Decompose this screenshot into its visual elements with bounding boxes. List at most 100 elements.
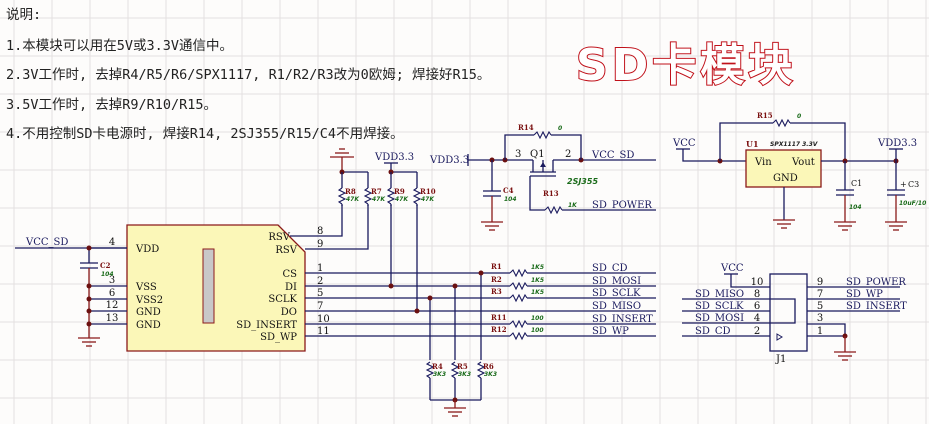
j1-pin-number: 8 <box>754 289 760 300</box>
pin-number: 11 <box>317 326 330 337</box>
resistor-zigzag <box>386 187 396 205</box>
resistor-zigzag <box>425 361 435 379</box>
j1-pin-number: 4 <box>754 313 760 324</box>
q1-ref: Q1 <box>530 149 545 160</box>
net-label: SD_CD <box>592 263 628 274</box>
resistor-zigzag <box>509 268 528 278</box>
pulldown-value: 3K3 <box>458 371 471 378</box>
u1-gnd: GND <box>773 173 798 184</box>
junction <box>414 308 420 314</box>
pin-name: SCLK <box>268 294 297 305</box>
resistor-zigzag <box>363 187 373 205</box>
pin1-marker <box>776 333 783 341</box>
c1-value: 104 <box>849 204 862 211</box>
series-value: 1K5 <box>531 277 544 284</box>
junction <box>86 321 92 327</box>
reg-vout-label: VDD3.3 <box>877 138 917 149</box>
j1-pin-number: 7 <box>817 289 823 300</box>
j1-net-label: SD_WP <box>846 289 883 300</box>
pullup-ref: R8 <box>345 187 356 196</box>
pin-number: 4 <box>109 237 115 248</box>
pullup-value: 47K <box>421 196 435 203</box>
sd-socket-body <box>126 224 306 352</box>
pullup-value: 47K <box>395 196 409 203</box>
pulldown-value: 3K3 <box>433 371 446 378</box>
c3-ref: C3 <box>908 180 919 189</box>
c4-ref: C4 <box>503 186 514 195</box>
note-item-2: 2.3V工作时, 去掉R4/R5/R6/SPX1117, R1/R2/R3改为0… <box>6 67 491 83</box>
pin-number: 12 <box>106 300 119 311</box>
c3-polarity: + <box>900 180 907 189</box>
q1-pin-drain: 2 <box>565 149 571 160</box>
ground-symbol <box>834 351 856 361</box>
pulldown-value: 3K3 <box>484 371 497 378</box>
pin-name: RSV <box>268 232 290 243</box>
resistor-zigzag <box>337 187 347 205</box>
r14-value: 0 <box>558 125 562 132</box>
series-ref: R3 <box>491 287 502 296</box>
c2-value: 104 <box>101 271 114 278</box>
pin-name: GND <box>136 320 161 331</box>
resistor-zigzag <box>450 361 460 379</box>
u1-ref: U1 <box>746 139 759 149</box>
c4-value: 104 <box>504 196 517 203</box>
pullup-value: 47K <box>372 196 386 203</box>
j1-body <box>769 273 808 352</box>
pin-number: 5 <box>317 288 323 299</box>
resistor-zigzag <box>412 187 422 205</box>
notes-heading: 说明: <box>6 7 42 23</box>
regulator: VCC R15 0 U1 SPX1117 3.3V Vin Vout GND <box>672 111 926 231</box>
pin-name: VDD <box>135 244 159 255</box>
switch-vdd-label: VDD3.3 <box>429 155 469 166</box>
series-value: 100 <box>531 327 544 334</box>
pin-name: SD_INSERT <box>236 320 297 331</box>
pullup-ref: R10 <box>420 187 436 196</box>
net-label: SD_SCLK <box>592 288 641 299</box>
series-value: 1K5 <box>531 289 544 296</box>
pin-name: RSV <box>275 245 297 256</box>
u1-vout: Vout <box>791 157 815 168</box>
r13-value: 1K <box>568 202 578 209</box>
ground-symbol <box>885 221 907 231</box>
q1-part: 2SJ355 <box>567 177 598 186</box>
resistor-zigzag <box>509 293 528 303</box>
j1-net-label: SD_POWER <box>846 277 906 288</box>
series-value: 1K5 <box>531 264 544 271</box>
pin-number: 10 <box>317 314 330 325</box>
pulldown-ref: R6 <box>483 362 494 371</box>
power-switch: VDD3.3 R14 0 3 Q1 2 <box>429 123 656 231</box>
ground-symbol-top <box>330 148 354 172</box>
c1-ref: C1 <box>851 179 862 188</box>
pin-number: 3 <box>109 275 115 286</box>
pulldown-ref: R4 <box>432 362 443 371</box>
j1-pin-number: 1 <box>817 326 823 337</box>
pin-number: 6 <box>109 288 115 299</box>
j1-pin-number: 6 <box>754 301 760 312</box>
ground-symbol <box>773 219 795 229</box>
note-item-3: 3.5V工作时, 去掉R9/R10/R15。 <box>6 97 218 113</box>
c2-ref: C2 <box>100 261 111 270</box>
mosfet-q1-symbol <box>529 160 556 211</box>
r15-ref: R15 <box>757 111 773 120</box>
pin-name: GND <box>136 307 161 318</box>
net-vcc-sd: VCC_SD <box>25 237 68 248</box>
u1-part: SPX1117 3.3V <box>770 141 819 148</box>
junction <box>86 283 92 289</box>
note-item-4: 4.不用控制SD卡电源时, 焊接R14, 2SJ355/R15/C4不用焊接。 <box>6 126 404 142</box>
c3-value: 10uF/10 <box>899 200 926 207</box>
net-label: SD_INSERT <box>592 314 653 325</box>
j1-pin-number: 5 <box>817 301 823 312</box>
module-title: SD卡模块 <box>576 40 796 91</box>
ground-symbol <box>481 221 503 231</box>
pin-name: VSS2 <box>135 295 163 306</box>
resistor-zigzag <box>509 281 528 291</box>
pin-name: VSS <box>135 282 157 293</box>
pin-name: DI <box>285 282 297 293</box>
pin-number: 8 <box>317 226 323 237</box>
pin-name: CS <box>282 269 297 280</box>
